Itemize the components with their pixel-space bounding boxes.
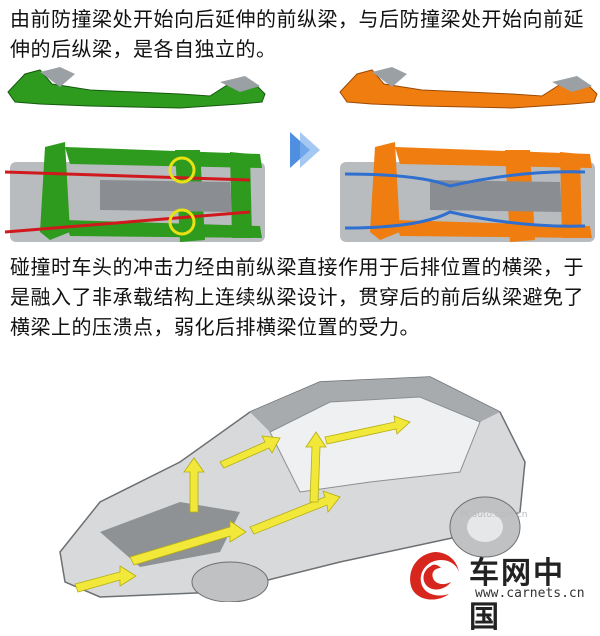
new-frame-side-view [339,67,598,109]
frame-comparison-diagram [4,67,598,242]
old-frame-side-view [7,67,266,109]
carnets-logo-icon [410,552,459,600]
new-frame-top-view [340,142,595,242]
carnets-logo: 车网中国 www.carnets.cn [405,548,595,635]
old-frame-top-view [4,142,265,242]
logo-url: www.carnets.cn [475,586,585,601]
watermark: PCauto.com.cn [460,510,528,520]
intro-paragraph: 由前防撞梁处开始向后延伸的前纵梁，与后防撞梁处开始向前延伸的后纵梁，是各自独立的… [10,7,584,61]
load-path-arrows [74,415,411,593]
car-body-structure-illustration [59,376,526,602]
explanation-paragraph: 碰撞时车头的冲击力经由前纵梁直接作用于后排位置的横梁，于是融入了非承载结构上连续… [10,255,584,339]
transition-arrow-icon [290,132,320,168]
